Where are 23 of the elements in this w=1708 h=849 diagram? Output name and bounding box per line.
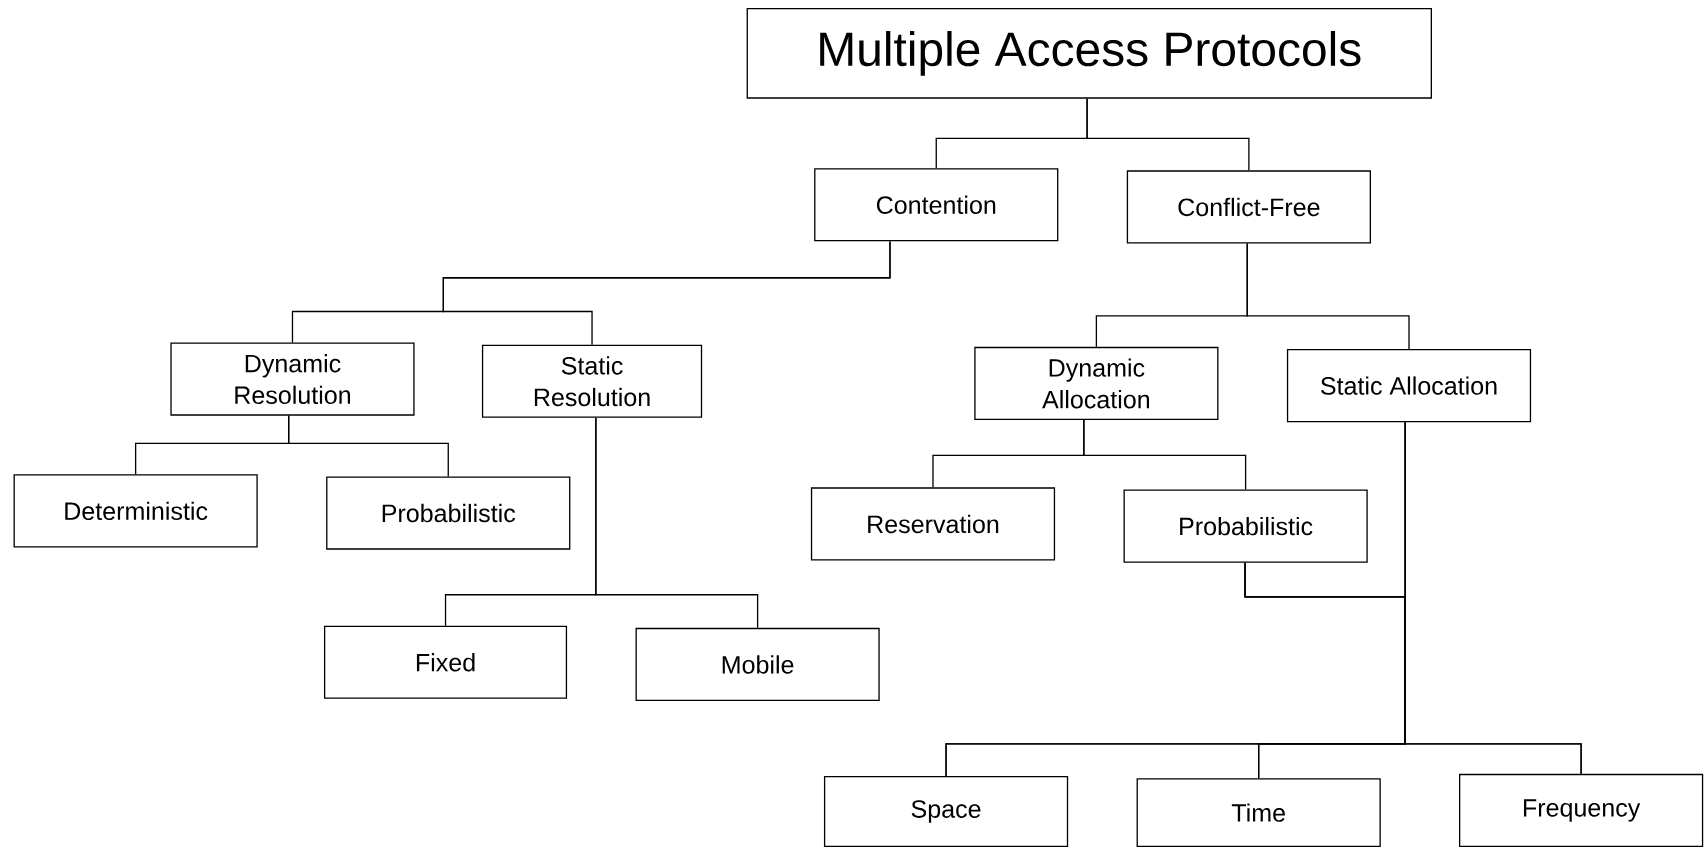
category-box: Time	[1136, 778, 1381, 848]
category-box: Probabilistic	[326, 476, 571, 550]
connector-line	[288, 415, 449, 478]
category-box: Conflict-Free	[1126, 170, 1371, 244]
connector-line	[1086, 98, 1250, 172]
category-box: Dynamic Allocation	[974, 347, 1219, 421]
connector-line	[1246, 243, 1410, 350]
title-box: Multiple Access Protocols	[746, 8, 1432, 99]
category-box: Contention	[814, 168, 1059, 242]
category-box: Static Resolution	[481, 344, 703, 419]
category-box: Static Allocation	[1286, 349, 1532, 423]
category-box: Space	[823, 776, 1069, 848]
category-box: Reservation	[810, 487, 1056, 561]
connector-line	[1244, 562, 1582, 775]
category-box: Fixed	[323, 625, 568, 700]
category-box: Deterministic	[13, 474, 258, 548]
connector-line	[1083, 419, 1247, 491]
category-box: Frequency	[1459, 774, 1704, 848]
category-box: Dynamic Resolution	[170, 342, 415, 416]
connector-line	[595, 417, 759, 629]
category-box: Probabilistic	[1123, 489, 1368, 563]
connector-line	[442, 240, 891, 346]
category-box: Mobile	[635, 628, 880, 702]
